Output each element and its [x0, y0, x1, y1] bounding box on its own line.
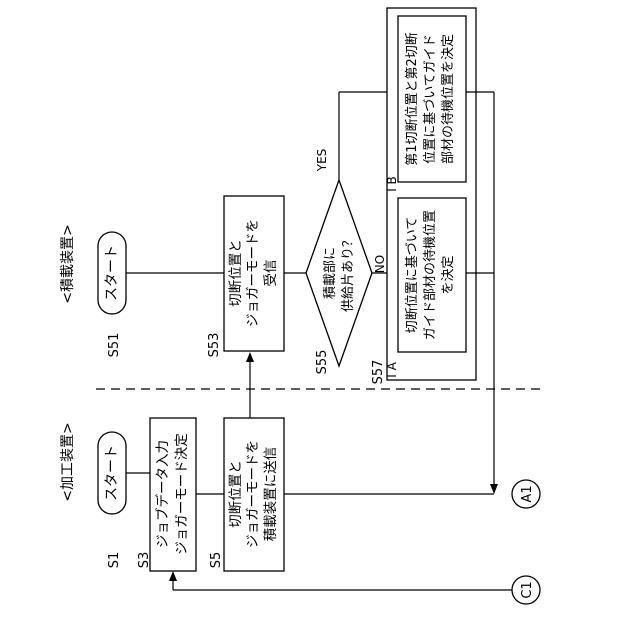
step-label-s1: S1 [107, 552, 122, 569]
process-ib-line2: 位置に基づいてガイド [423, 34, 438, 164]
step-label-s51: S51 [107, 333, 122, 358]
step-s3-line2: ジョガーモード決定 [174, 433, 190, 555]
start-processing-text: スタート [104, 445, 120, 501]
header-stacking: <積載装置> [60, 224, 76, 303]
step-label-s57: S57 [371, 360, 386, 385]
step-s5-line3: 積載装置に送信 [263, 447, 279, 542]
arrow-s5-to-s53-head [246, 352, 254, 362]
process-ia-line3: を決定 [441, 255, 456, 294]
decision-s55-diamond [306, 180, 372, 366]
branch-yes-label: YES [315, 149, 329, 173]
process-ia-line2: ガイド部材の待機位置 [423, 210, 438, 340]
process-ib-line1: 第1切断位置と第2切断 [405, 32, 420, 166]
step-s53-line2: ジョガーモードを [245, 219, 261, 327]
connector-a1-label: A1 [520, 485, 535, 502]
process-ia-line1: 切断位置に基づいて [405, 217, 420, 334]
step-s53-line1: 切断位置と [228, 239, 244, 307]
step-label-s53: S53 [207, 333, 222, 358]
process-ib-label: I B [385, 176, 399, 192]
step-s5-line1: 切断位置と [228, 460, 244, 528]
process-ib-line3: 部材の待機位置を決定 [441, 34, 456, 164]
decision-s55-line2: 供給片あり？ [341, 234, 356, 312]
connector-c1-label: C1 [520, 581, 535, 598]
arrow-c1-to-s3-head [169, 571, 177, 581]
decision-s55-line1: 積載部に [323, 247, 338, 299]
step-s5-line2: ジョガーモードを [245, 440, 261, 548]
step-label-s5: S5 [209, 552, 224, 569]
step-label-s55: S55 [315, 350, 330, 375]
step-label-s3: S3 [137, 552, 152, 569]
step-s53-line3: 受信 [263, 260, 279, 287]
header-processing: <加工装置> [60, 422, 76, 501]
step-s3-line1: ジョブデータ入力 [154, 440, 171, 548]
start-stacking-text: スタート [104, 245, 120, 301]
arrow-to-a1-head [490, 484, 498, 494]
branch-no-label: NO [373, 255, 387, 273]
process-ia-label: I A [385, 361, 399, 377]
